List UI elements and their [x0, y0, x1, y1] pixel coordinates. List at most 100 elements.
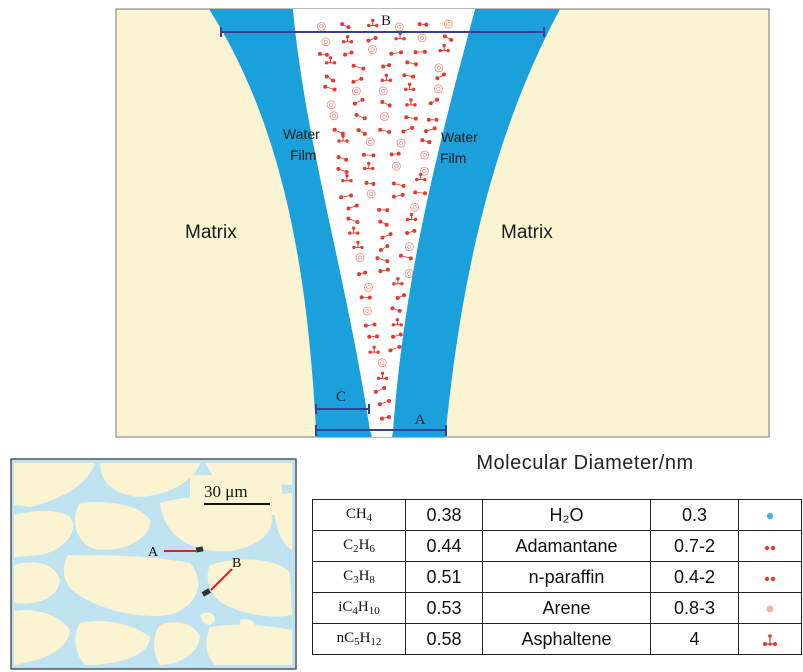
paraffin-atom [398, 253, 403, 258]
arene-molecule [366, 189, 376, 199]
asphaltene-atom [405, 103, 409, 107]
table-title: Molecular Diameter/nm [476, 452, 694, 474]
asphaltene-atom [345, 173, 349, 178]
arene-ring [382, 114, 387, 119]
arene-ring [394, 164, 399, 169]
asphaltene-atom [384, 73, 389, 78]
asphaltene-atom [399, 323, 404, 327]
water-film-right [392, 9, 560, 437]
paraffin-atom [389, 152, 394, 157]
paraffin-atom [360, 97, 365, 102]
paraffin-atom [413, 190, 418, 195]
water-film-right-line2: Film [440, 150, 466, 166]
asphaltene-atom [403, 87, 408, 92]
micro-label-A: A [148, 545, 159, 560]
pore-diagram: B C A Water Film Water Film Matrix Matri… [115, 8, 770, 438]
paraffin-atom [435, 76, 440, 81]
paraffin-atom [361, 152, 366, 157]
asphaltene-atom [413, 103, 417, 107]
paraffin-atom [339, 195, 344, 200]
asphaltene-atom [392, 282, 396, 286]
paraffin-atom [391, 194, 396, 199]
asphaltene-atom [446, 48, 450, 53]
paraffin-atom [386, 414, 391, 419]
paraffin-atom [363, 323, 368, 328]
formula-cell: CH4 [312, 499, 406, 531]
paraffin-atom [332, 127, 337, 132]
water-film-left-line2: Film [290, 147, 316, 163]
pore-molecules [317, 18, 454, 421]
paraffin-atom [378, 127, 383, 132]
paraffin-atom [363, 270, 368, 275]
asphaltene-atom [394, 36, 398, 41]
molecule-diameter-cell: 0.7-2 [650, 530, 739, 562]
asphaltene-atom [341, 134, 345, 138]
paraffin-atom [374, 334, 379, 339]
arene-molecule [326, 100, 336, 110]
paraffin-atom [373, 35, 378, 40]
micro-label-B: B [232, 556, 241, 571]
asphaltene-atom [356, 240, 360, 245]
asphaltene-atom [423, 177, 427, 182]
paraffin-atom [381, 64, 386, 69]
arene-ring [422, 168, 427, 174]
arene-ring [419, 35, 425, 41]
paraffin-atom [362, 131, 367, 136]
asphaltene-atom [380, 78, 385, 83]
arene-molecule [434, 63, 444, 73]
arene-ring [397, 24, 402, 30]
paraffin-atom [408, 256, 413, 261]
arene-ring [354, 88, 359, 94]
paraffin-atom [378, 219, 383, 224]
paraffin-atom [317, 51, 322, 56]
arene-molecule [317, 21, 326, 31]
diameter-cell: 0.53 [405, 592, 483, 624]
asphaltene-atom [348, 231, 352, 235]
asphaltene-atom [380, 371, 385, 376]
paraffin-atom [397, 308, 402, 313]
paraffin-atom [388, 232, 393, 237]
paraffin-atom [357, 272, 362, 277]
paraffin-atom [391, 334, 396, 339]
paraffin-atom [413, 62, 418, 67]
arene-molecule [410, 202, 420, 212]
asphaltene-atom [395, 318, 400, 322]
paraffin-atom [385, 259, 390, 264]
arene-ring [380, 360, 385, 365]
asphaltene-atom [409, 212, 414, 217]
asphaltene-atom [349, 178, 353, 183]
asphaltene-atom [328, 56, 333, 60]
molecule-diameter-cell: 0.8-3 [650, 592, 739, 624]
arene-molecule [362, 306, 372, 316]
molecule-cell: Arene [482, 592, 651, 624]
paraffin-atom [413, 50, 418, 55]
water-icon [738, 499, 802, 531]
asphaltene-atom [407, 82, 412, 87]
asphaltene-atom [442, 43, 446, 48]
arene-ring [422, 152, 427, 158]
paraffin-atom [391, 181, 396, 186]
asphaltene-atom [368, 350, 372, 354]
formula-cell: C3H8 [312, 561, 406, 593]
arene-ring [436, 65, 442, 70]
matrix-label-right: Matrix [501, 222, 553, 243]
asphaltene-atom [324, 61, 329, 65]
asphaltene-atom [413, 217, 418, 222]
asphaltene-atom [371, 166, 375, 171]
paraffin-atom [423, 129, 428, 134]
paraffin-atom [398, 332, 403, 337]
paraffin-atom [346, 216, 351, 221]
arene-ring [446, 21, 451, 27]
paraffin-atom [387, 103, 392, 108]
matrix-label-left: Matrix [185, 222, 237, 243]
water-film-left-line1: Water [283, 126, 320, 142]
asphaltene-atom [391, 323, 396, 327]
paraffin-atom [426, 117, 431, 122]
paraffin-atom [402, 293, 407, 298]
asphaltene-atom [349, 40, 354, 44]
molecule-cell: Asphaltene [482, 623, 651, 655]
paraffin-atom [387, 130, 392, 135]
paraffin-atom [366, 38, 371, 43]
